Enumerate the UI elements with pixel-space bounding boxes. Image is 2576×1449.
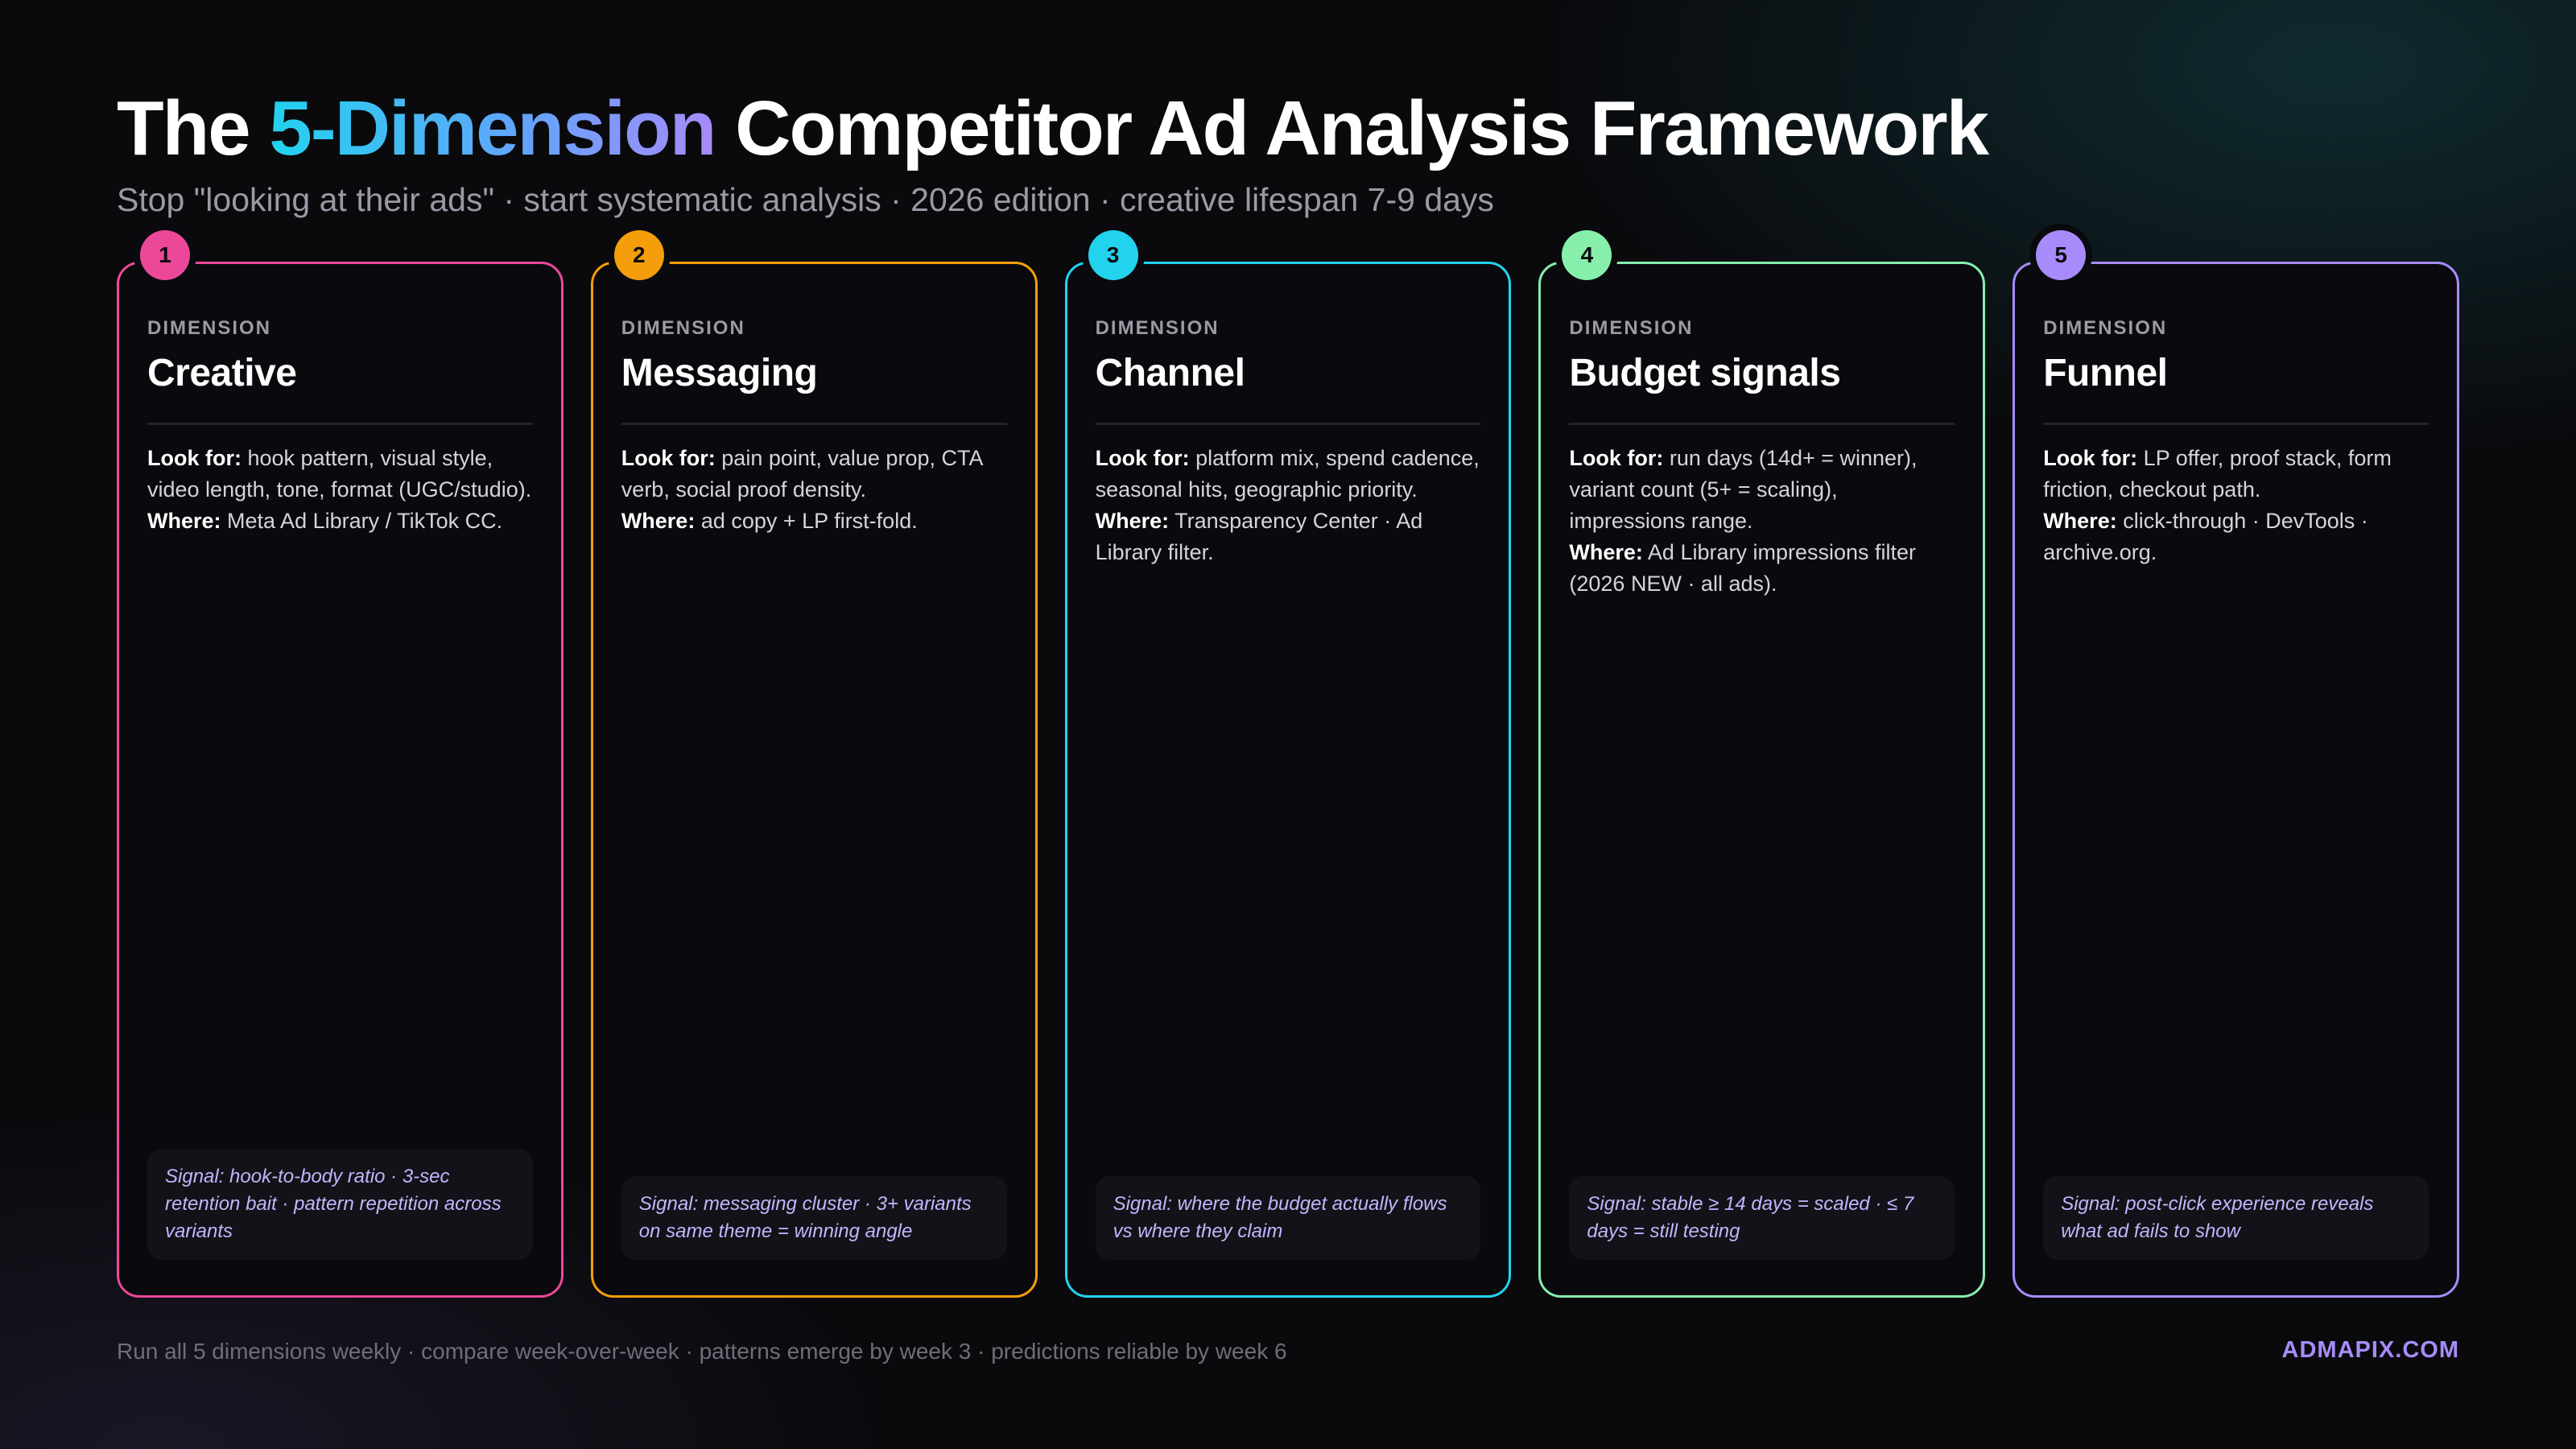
where: Where: ad copy + LP first-fold.	[621, 506, 1007, 537]
number-badge: 1	[140, 230, 190, 280]
card-body: Look for: hook pattern, visual style, vi…	[147, 443, 533, 537]
signal-box: Signal: where the budget actually flows …	[1095, 1176, 1481, 1260]
card-title: Budget signals	[1569, 352, 1841, 394]
where: Where: Transparency Center · Ad Library …	[1096, 506, 1481, 568]
card-title: Messaging	[621, 352, 818, 394]
dimension-label: DIMENSION	[2043, 317, 2168, 339]
where-label: Where:	[2043, 509, 2117, 533]
signal-box: Signal: messaging cluster · 3+ variants …	[621, 1176, 1007, 1260]
page-title: The 5-Dimension Competitor Ad Analysis F…	[117, 85, 1989, 173]
signal-box: Signal: stable ≥ 14 days = scaled · ≤ 7 …	[1569, 1176, 1955, 1260]
where: Where: Meta Ad Library / TikTok CC.	[147, 506, 533, 537]
where-text: click-through · DevTools · archive.org.	[2043, 509, 2368, 564]
where-text: Meta Ad Library / TikTok CC.	[221, 509, 503, 533]
title-highlight: 5-Dimension	[269, 85, 716, 171]
look-for: Look for: platform mix, spend cadence, s…	[1096, 443, 1481, 506]
where-label: Where:	[621, 509, 696, 533]
look-for-label: Look for:	[621, 446, 716, 470]
where-text: ad copy + LP first-fold.	[695, 509, 918, 533]
number-badge: 4	[1562, 230, 1612, 280]
card-title: Creative	[147, 352, 297, 394]
look-for-text: LP offer, proof stack, form friction, ch…	[2043, 446, 2392, 502]
card-body: Look for: run days (14d+ = winner), vari…	[1569, 443, 1955, 600]
divider	[2043, 423, 2429, 425]
dimension-label: DIMENSION	[147, 317, 272, 339]
number-badge: 5	[2036, 230, 2087, 280]
subtitle: Stop "looking at their ads" · start syst…	[117, 181, 1494, 218]
card-title: Channel	[1095, 352, 1245, 394]
where: Where: click-through · DevTools · archiv…	[2043, 506, 2429, 568]
look-for: Look for: pain point, value prop, CTA ve…	[621, 443, 1007, 506]
signal-box: Signal: hook-to-body ratio · 3-sec reten…	[147, 1149, 533, 1260]
look-for: Look for: hook pattern, visual style, vi…	[147, 443, 533, 506]
signal-box: Signal: post-click experience reveals wh…	[2043, 1176, 2429, 1260]
card-body: Look for: pain point, value prop, CTA ve…	[621, 443, 1007, 537]
look-for-label: Look for:	[1569, 446, 1664, 470]
dimension-label: DIMENSION	[1569, 317, 1694, 339]
divider	[1569, 423, 1955, 425]
card-body: Look for: platform mix, spend cadence, s…	[1096, 443, 1481, 568]
card-title: Funnel	[2043, 352, 2168, 394]
look-for-text: run days (14d+ = winner), variant count …	[1569, 446, 1918, 533]
number-badge: 2	[613, 230, 664, 280]
where-label: Where:	[147, 509, 221, 533]
where: Where: Ad Library impressions filter (20…	[1569, 537, 1955, 600]
look-for-label: Look for:	[2043, 446, 2138, 470]
divider	[621, 423, 1007, 425]
footer-note: Run all 5 dimensions weekly · compare we…	[117, 1339, 1287, 1364]
look-for-text: pain point, value prop, CTA verb, social…	[621, 446, 982, 502]
where-text: Transparency Center · Ad Library filter.	[1095, 509, 1423, 564]
divider	[147, 423, 533, 425]
number-badge: 3	[1088, 230, 1138, 280]
look-for-label: Look for:	[147, 446, 242, 470]
look-for-text: hook pattern, visual style, video length…	[147, 446, 532, 502]
dimension-label: DIMENSION	[1095, 317, 1220, 339]
look-for: Look for: run days (14d+ = winner), vari…	[1569, 443, 1955, 537]
title-prefix: The	[117, 85, 270, 171]
dimension-label: DIMENSION	[621, 317, 745, 339]
where-label: Where:	[1095, 509, 1170, 533]
divider	[1095, 423, 1481, 425]
where-label: Where:	[1569, 540, 1643, 564]
card-body: Look for: LP offer, proof stack, form fr…	[2043, 443, 2429, 568]
brand-link[interactable]: ADMAPIX.COM	[2281, 1337, 2459, 1363]
look-for-text: platform mix, spend cadence, seasonal hi…	[1095, 446, 1480, 502]
title-suffix: Competitor Ad Analysis Framework	[715, 85, 1989, 171]
where-text: Ad Library impressions filter (2026 NEW …	[1569, 540, 1917, 596]
look-for: Look for: LP offer, proof stack, form fr…	[2043, 443, 2429, 506]
look-for-label: Look for:	[1095, 446, 1190, 470]
